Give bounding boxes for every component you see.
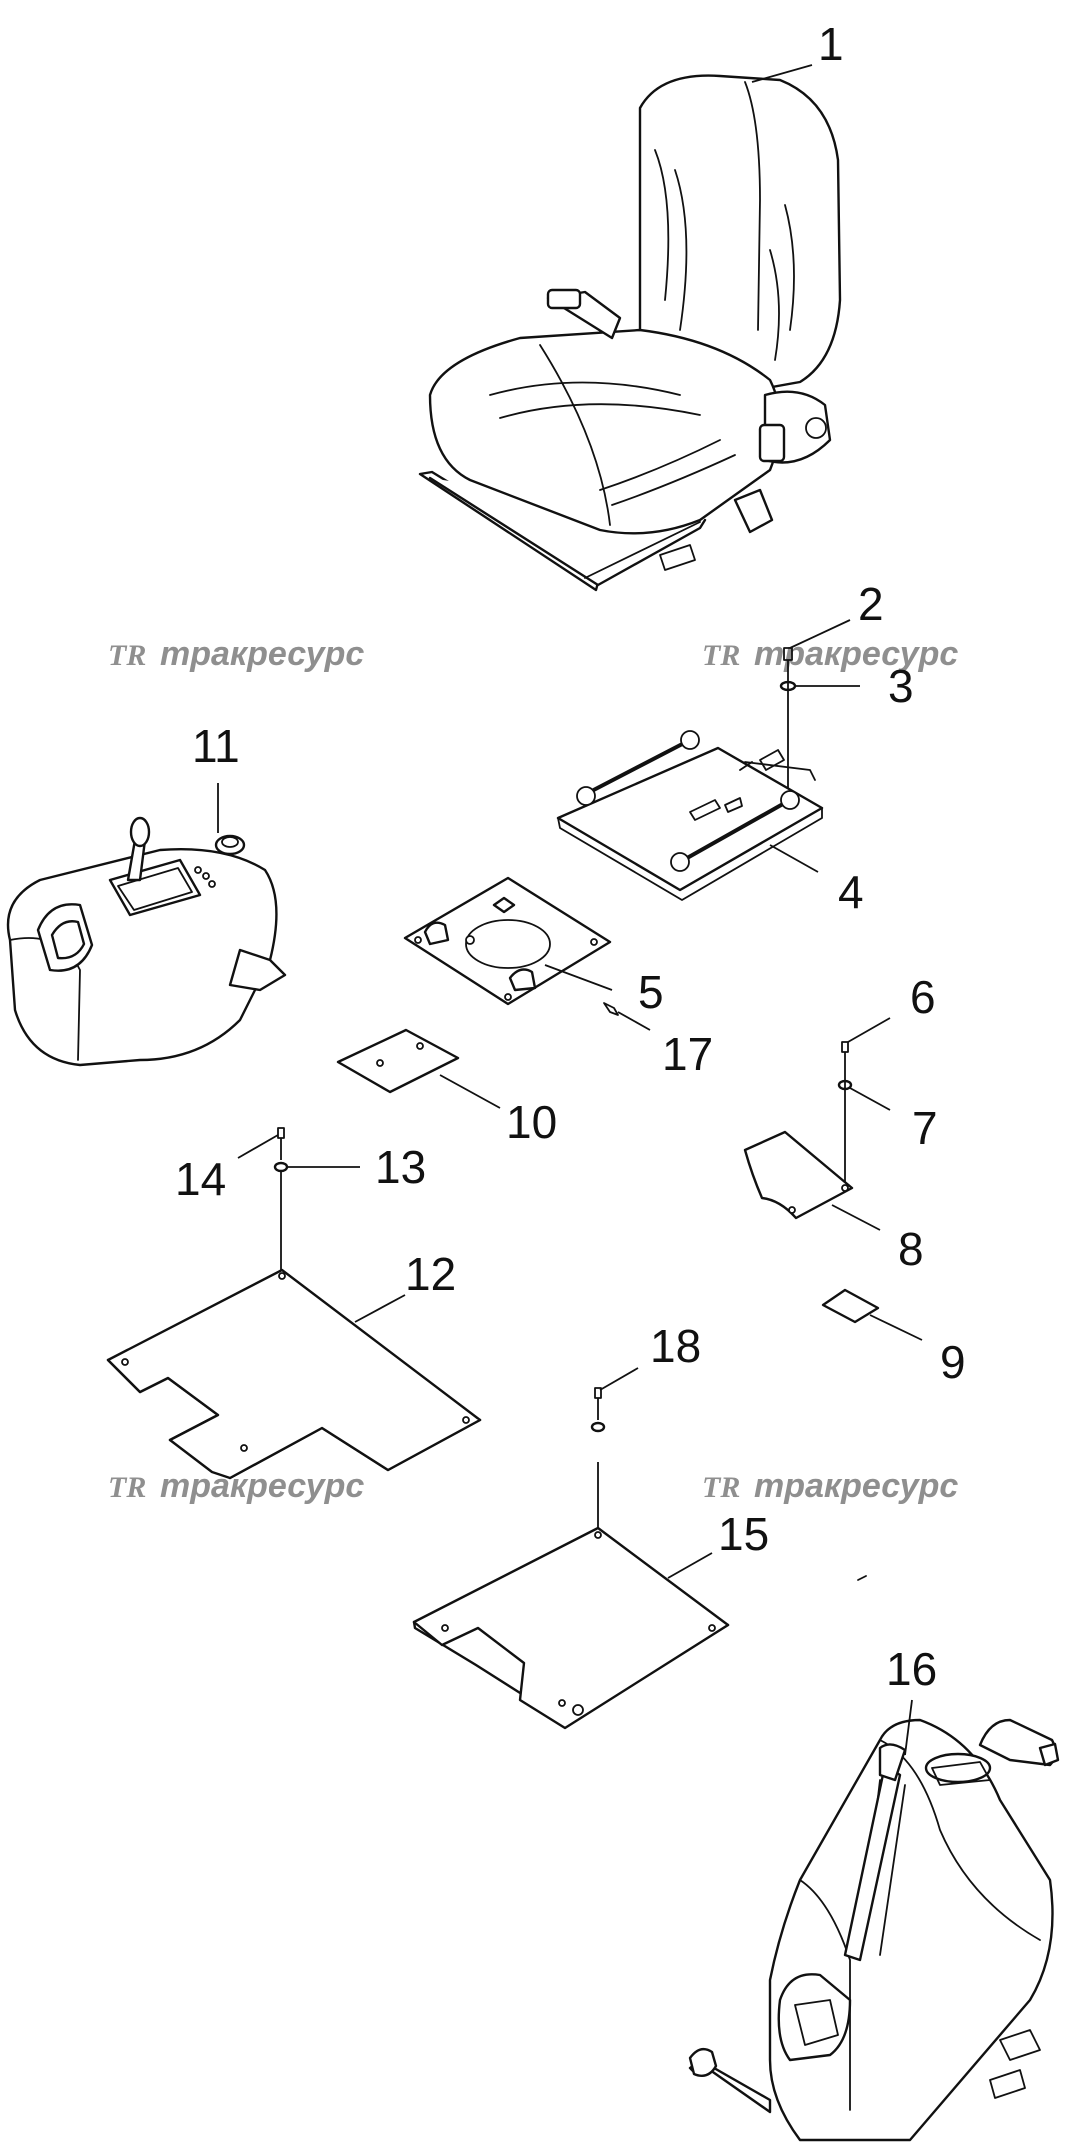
stray-mark — [857, 1575, 867, 1581]
callout-2: 2 — [858, 578, 884, 630]
leader-12 — [354, 1294, 406, 1323]
leader-15 — [667, 1552, 713, 1579]
bolt-washer-18 — [590, 1387, 606, 1530]
leader-17 — [617, 1011, 651, 1031]
leader-14 — [237, 1134, 279, 1159]
watermark-top-right: TR тракресурс — [702, 635, 958, 673]
callout-9: 9 — [940, 1336, 966, 1388]
bolt-washer-14-13 — [273, 1127, 289, 1270]
watermark-logo: TR — [108, 1471, 146, 1504]
floor-plate-part — [412, 1526, 730, 1730]
leader-2 — [789, 619, 851, 649]
seat-slide-plate-part — [556, 730, 824, 901]
callout-17: 17 — [662, 1028, 713, 1080]
small-cover-plate-part — [336, 1028, 460, 1094]
callout-15: 15 — [718, 1508, 769, 1560]
watermark-logo: TR — [702, 639, 740, 672]
curved-bracket-plate-part — [743, 1130, 854, 1220]
bolt-washer-2-3 — [779, 647, 797, 800]
leader-4 — [769, 844, 819, 873]
leader-10 — [439, 1074, 501, 1109]
watermark-logo: TR — [108, 639, 146, 672]
callout-3: 3 — [888, 660, 914, 712]
small-fastener-17 — [603, 1002, 619, 1016]
seat-part — [418, 74, 842, 592]
callout-16: 16 — [886, 1643, 937, 1695]
leader-5 — [544, 964, 613, 991]
callout-7: 7 — [912, 1102, 938, 1154]
callout-8: 8 — [898, 1223, 924, 1275]
callout-13: 13 — [375, 1141, 426, 1193]
small-shim-part — [821, 1288, 880, 1324]
leader-1 — [751, 64, 813, 83]
leader-9 — [869, 1314, 923, 1341]
mounting-plate-part — [403, 876, 612, 1006]
leader-16 — [904, 1699, 913, 1756]
callout-10: 10 — [506, 1096, 557, 1148]
callout-5: 5 — [638, 966, 664, 1018]
callout-4: 4 — [838, 866, 864, 918]
leader-8 — [831, 1204, 881, 1231]
left-control-console-part — [6, 816, 287, 1067]
watermark-top-left: TR тракресурс — [108, 635, 364, 673]
leader-18 — [599, 1367, 639, 1391]
watermark-bottom-left: TR тракресурс — [108, 1467, 364, 1505]
leader-7 — [849, 1087, 891, 1111]
large-floor-plate-part — [106, 1268, 482, 1480]
right-control-console-part — [688, 1718, 1060, 2142]
callout-6: 6 — [910, 971, 936, 1023]
watermark-text: тракресурс — [160, 1467, 364, 1505]
callout-18: 18 — [650, 1320, 701, 1372]
callout-1: 1 — [818, 18, 844, 70]
callout-11: 11 — [192, 720, 240, 772]
callout-14: 14 — [175, 1153, 226, 1205]
watermark-text: тракресурс — [754, 1467, 958, 1505]
leader-6 — [847, 1017, 891, 1043]
watermark-logo: TR — [702, 1471, 740, 1504]
watermark-bottom-right: TR тракресурс — [702, 1467, 958, 1505]
callout-12: 12 — [405, 1248, 456, 1300]
bolt-washer-6-7 — [837, 1041, 853, 1185]
watermark-text: тракресурс — [160, 635, 364, 673]
